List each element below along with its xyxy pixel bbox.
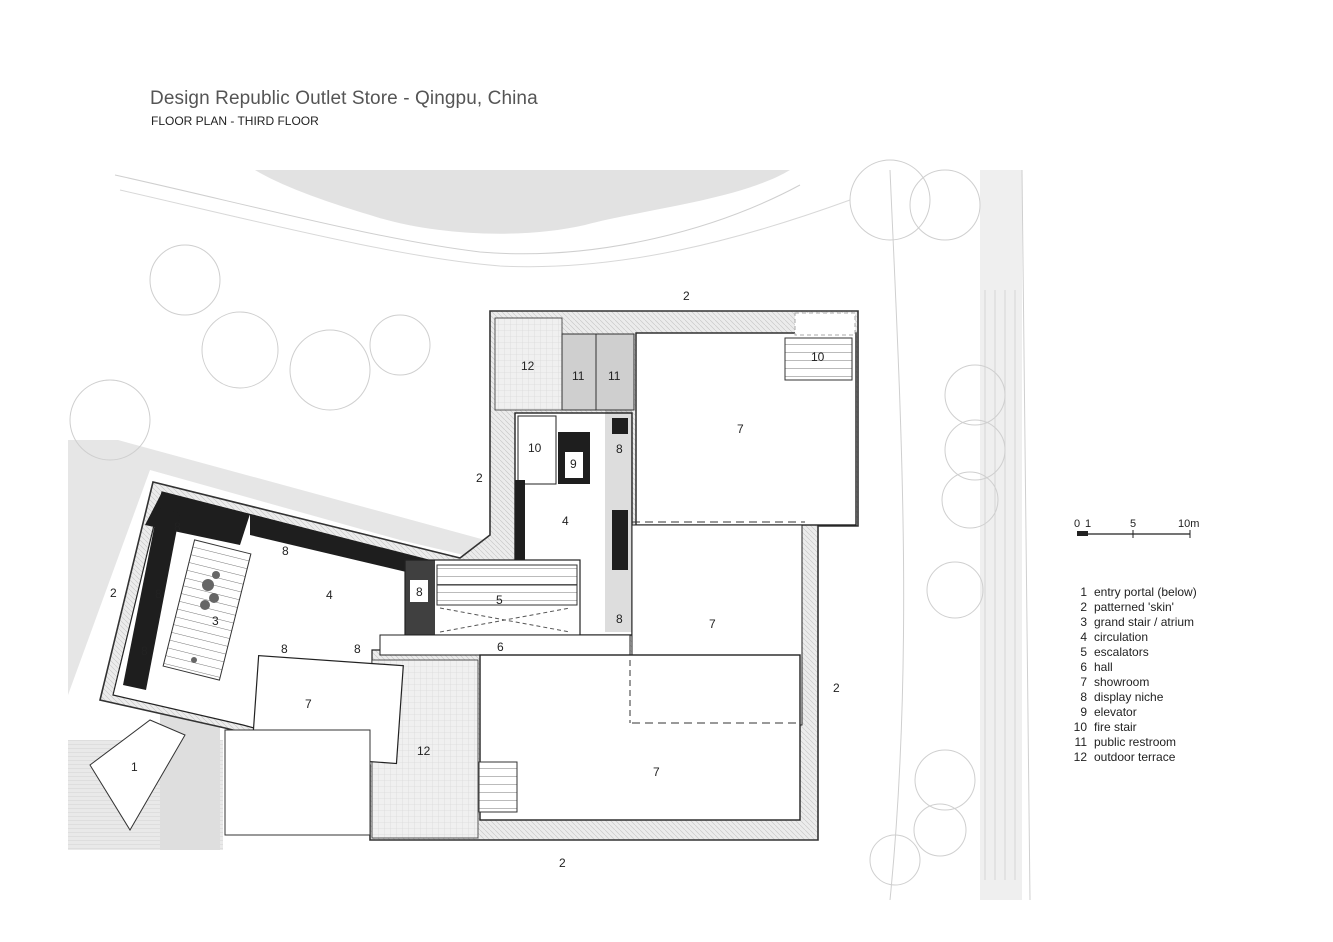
entry-portal-outline — [89, 719, 186, 831]
label-terrace-bottom: 12 — [417, 744, 431, 758]
label-skin-left: 2 — [110, 586, 117, 600]
atrium-planting — [191, 571, 220, 663]
label-skin-bottom: 2 — [559, 856, 566, 870]
label-niche-c: 8 — [155, 587, 162, 601]
label-niche-b: 8 — [282, 544, 289, 558]
label-niche-e: 8 — [281, 642, 288, 656]
label-elevator: 9 — [570, 457, 577, 471]
fire-stair-corner — [784, 337, 853, 381]
label-fire-stair-corner: 10 — [811, 350, 825, 364]
label-skin-right: 2 — [833, 681, 840, 695]
label-niche-h: 8 — [616, 442, 623, 456]
label-showroom-bottom: 7 — [653, 765, 660, 779]
label-niche-g: 8 — [416, 585, 423, 599]
label-niche-f: 8 — [354, 642, 361, 656]
label-skin-top: 2 — [683, 289, 690, 303]
label-showroom-mid: 7 — [709, 617, 716, 631]
drawing-title: Design Republic Outlet Store - Qingpu, C… — [150, 88, 538, 109]
scale-tick-0: 0 — [1074, 518, 1080, 530]
label-niche-i: 8 — [616, 612, 623, 626]
terrace-top — [494, 317, 563, 411]
wing-niche-band — [145, 492, 250, 545]
restroom-a — [561, 333, 597, 411]
room-labels: 2 2 2 2 2 1 3 4 4 5 6 7 7 7 7 8 8 8 8 8 … — [110, 289, 840, 870]
scale-tick-10m: 10m — [1178, 518, 1199, 530]
showroom-bottom — [479, 654, 801, 821]
grand-stair — [162, 539, 252, 681]
label-niche-a: 8 — [174, 520, 181, 534]
scale-tick-5: 5 — [1130, 518, 1136, 530]
label-circ-left: 4 — [326, 588, 333, 602]
label-showroom-top: 7 — [737, 422, 744, 436]
label-skin-neck: 2 — [476, 471, 483, 485]
label-portal: 1 — [131, 760, 138, 774]
label-showroom-left: 7 — [305, 697, 312, 711]
label-terrace-top: 12 — [521, 359, 535, 373]
restroom-b — [595, 333, 635, 411]
label-fire-stair-core: 10 — [528, 441, 542, 455]
hall-strip — [379, 634, 631, 656]
scale-tick-1: 1 — [1085, 518, 1091, 530]
label-escalators: 5 — [496, 593, 503, 607]
label-restroom-a: 11 — [572, 369, 585, 383]
label-circ-core: 4 — [562, 514, 569, 528]
label-niche-d: 8 — [141, 644, 148, 658]
drawing-subtitle: FLOOR PLAN - THIRD FLOOR — [151, 114, 319, 128]
label-restroom-b: 11 — [608, 369, 621, 383]
fire-stair-lower — [478, 761, 518, 813]
label-hall: 6 — [497, 640, 504, 654]
building — [89, 310, 859, 841]
scale-bar: 0 1 5 10m — [1074, 518, 1199, 538]
label-stair-atrium: 3 — [212, 614, 219, 628]
